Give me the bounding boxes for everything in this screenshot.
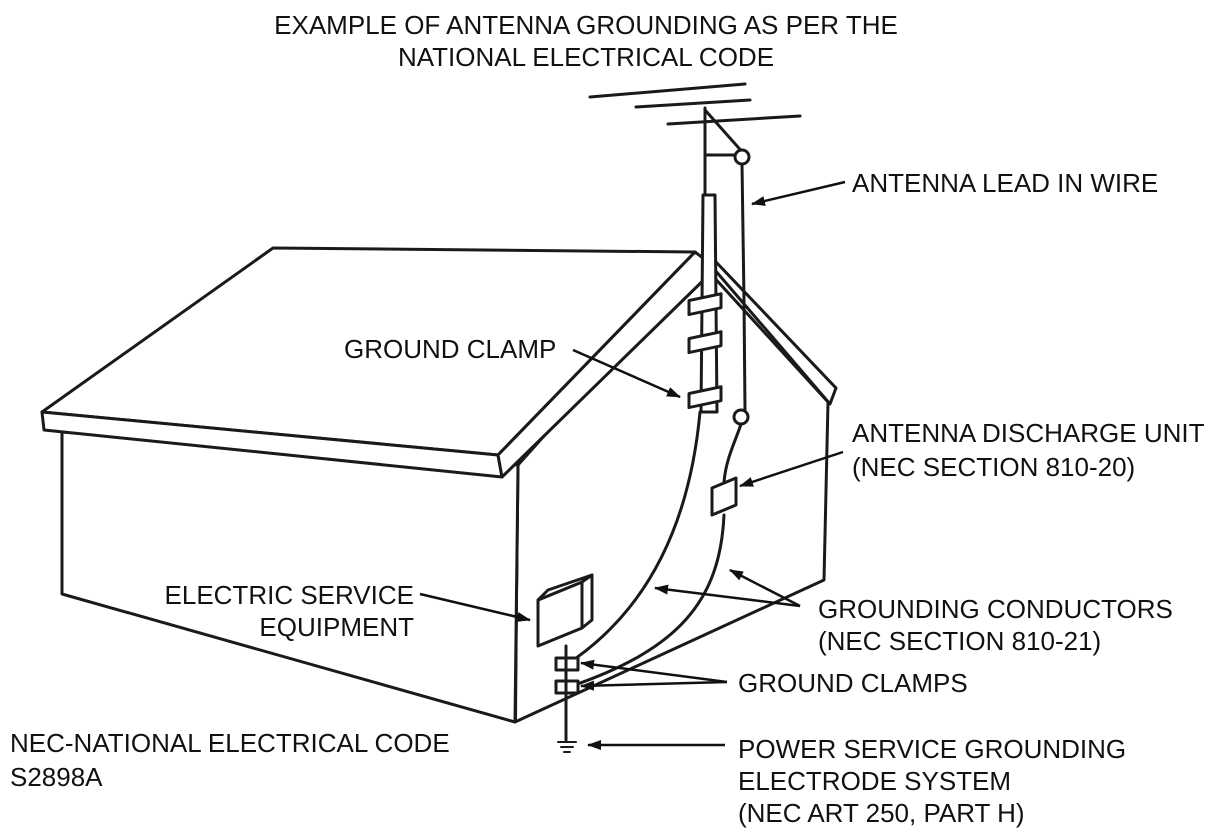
mast-ground-clamp — [687, 385, 723, 410]
antenna-lead-in-wire — [740, 162, 747, 412]
label-ground-clamps: GROUND CLAMPS — [738, 668, 968, 698]
footer-figure-code: S2898A — [10, 762, 103, 792]
diagram-title-line2: NATIONAL ELECTRICAL CODE — [398, 42, 774, 72]
antenna-assembly — [588, 82, 802, 517]
label-ground-clamp: GROUND CLAMP — [344, 334, 556, 364]
house-side-wall — [60, 430, 520, 724]
label-antenna-discharge-unit: ANTENNA DISCHARGE UNIT — [852, 418, 1205, 448]
lead-in-insulator-top — [733, 148, 751, 166]
leader-arrows — [419, 180, 846, 750]
label-grounding-conductors-section: (NEC SECTION 810-21) — [818, 626, 1101, 656]
label-power-service-line3: (NEC ART 250, PART H) — [738, 798, 1025, 828]
label-electric-service-line1: ELECTRIC SERVICE — [165, 580, 414, 610]
label-antenna-discharge-unit-section: (NEC SECTION 810-20) — [852, 452, 1135, 482]
antenna-discharge-unit — [710, 476, 738, 517]
diagram-title-line1: EXAMPLE OF ANTENNA GROUNDING AS PER THE — [274, 10, 898, 40]
label-power-service-line1: POWER SERVICE GROUNDING — [738, 734, 1126, 764]
mast-strap-2 — [687, 330, 723, 355]
grounding-conductors — [564, 410, 726, 690]
electric-service-equipment — [536, 573, 594, 753]
label-power-service-line2: ELECTRODE SYSTEM — [738, 766, 1011, 796]
label-antenna-lead-in-wire: ANTENNA LEAD IN WIRE — [852, 168, 1158, 198]
mast-strap-1 — [687, 292, 723, 317]
grounding-conductor-discharge — [564, 513, 726, 690]
label-electric-service-line2: EQUIPMENT — [259, 612, 414, 642]
lead-in-insulator-wall — [732, 408, 750, 426]
ground-symbol-icon — [557, 741, 577, 753]
footer-nec-definition: NEC-NATIONAL ELECTRICAL CODE — [10, 728, 450, 758]
label-grounding-conductors: GROUNDING CONDUCTORS — [818, 594, 1173, 624]
grounding-conductor-mast — [564, 410, 702, 667]
